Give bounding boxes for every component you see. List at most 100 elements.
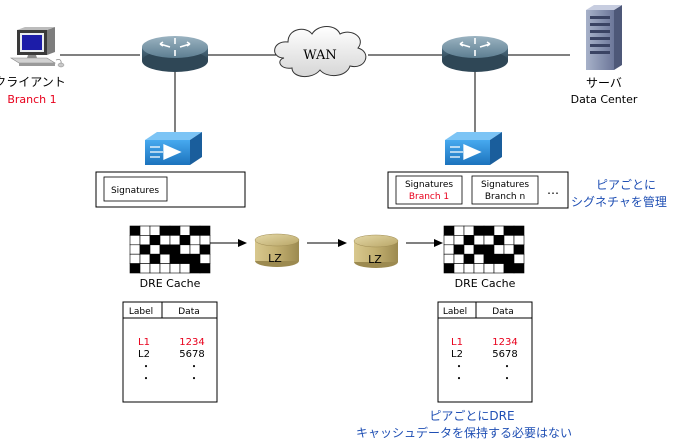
dre-left-row1-label: L1 <box>138 337 150 348</box>
grid-cell <box>159 253 171 264</box>
grid-cell <box>139 225 151 236</box>
grid-cell <box>463 244 475 255</box>
dre-right-row1-data: 1234 <box>492 337 517 348</box>
server-sublabel: Data Center <box>571 93 638 106</box>
network-links <box>60 54 570 132</box>
dre-cache-caption-left: DRE Cache <box>140 277 201 290</box>
dre-left-dot: ・ <box>189 362 199 373</box>
grid-cell <box>513 235 525 246</box>
right-signature-1-sub: Branch 1 <box>409 192 449 202</box>
grid-cell <box>503 225 515 236</box>
dre-right-dot: ・ <box>454 362 464 373</box>
server-icon[interactable] <box>586 5 622 70</box>
right-signature-ellipsis: … <box>547 183 559 197</box>
grid-cell <box>179 253 191 264</box>
grid-cell <box>129 244 141 255</box>
dre-table-right: Label Data L1 1234 L2 5678 ・ ・ ・ ・ <box>437 301 533 403</box>
peer-note-line2: シグネチャを管理 <box>571 194 667 209</box>
grid-cell <box>189 253 201 264</box>
grid-cell <box>149 225 161 236</box>
grid-cell <box>503 235 515 246</box>
grid-cell <box>503 253 515 264</box>
grid-cell <box>443 244 455 255</box>
grid-cell <box>473 253 485 264</box>
dre-left-dot: ・ <box>141 374 151 385</box>
grid-cell <box>453 235 465 246</box>
grid-cell <box>169 235 181 246</box>
router-icon[interactable] <box>142 36 208 72</box>
grid-cell <box>199 263 211 274</box>
grid-cell <box>513 225 525 236</box>
client-sublabel: Branch 1 <box>7 93 56 106</box>
grid-cell <box>189 244 201 255</box>
grid-cell <box>463 263 475 274</box>
dre-right-dot: ・ <box>502 362 512 373</box>
dre-left-row2-data: 5678 <box>179 349 204 360</box>
dre-left-header-label: Label <box>129 307 153 317</box>
grid-cell <box>513 253 525 264</box>
grid-cell <box>513 263 525 274</box>
dre-cache-caption-right: DRE Cache <box>455 277 516 290</box>
wan-optimizer-icon[interactable] <box>445 132 502 165</box>
grid-cell <box>129 225 141 236</box>
grid-cell <box>199 253 211 264</box>
grid-cell <box>139 244 151 255</box>
grid-cell <box>149 263 161 274</box>
grid-cell <box>453 225 465 236</box>
grid-cell <box>189 225 201 236</box>
grid-cell <box>453 253 465 264</box>
grid-cell <box>493 263 505 274</box>
grid-cell <box>169 263 181 274</box>
grid-cell <box>453 263 465 274</box>
grid-cell <box>159 225 171 236</box>
grid-cell <box>453 244 465 255</box>
right-signature-1-title: Signatures <box>405 180 453 190</box>
grid-cell <box>463 225 475 236</box>
dre-table-left: Label Data L1 1234 L2 5678 ・ ・ ・ ・ <box>122 301 218 403</box>
grid-cell <box>463 235 475 246</box>
dre-left-row2-label: L2 <box>138 349 150 360</box>
grid-cell <box>473 244 485 255</box>
grid-cell <box>463 253 475 264</box>
grid-cell <box>149 235 161 246</box>
grid-cell <box>483 235 495 246</box>
grid-cell <box>199 235 211 246</box>
dre-right-dot: ・ <box>502 374 512 385</box>
lz-right-label: LZ <box>368 253 382 266</box>
grid-cell <box>149 244 161 255</box>
wan-optimizer-icon[interactable] <box>145 132 202 165</box>
grid-cell <box>129 235 141 246</box>
lz-left-label: LZ <box>268 252 282 265</box>
grid-cell <box>189 263 201 274</box>
left-signature-entry <box>103 176 168 202</box>
grid-cell <box>149 253 161 264</box>
grid-cell <box>159 235 171 246</box>
router-icon[interactable] <box>442 36 508 72</box>
dre-right-header-label: Label <box>443 307 467 317</box>
client-label: クライアント <box>0 75 66 89</box>
bottom-note-line1: ピアごとにDRE <box>429 408 514 423</box>
grid-cell <box>199 225 211 236</box>
grid-cell <box>443 263 455 274</box>
grid-cell <box>513 244 525 255</box>
grid-cell <box>493 244 505 255</box>
grid-cell <box>493 235 505 246</box>
grid-cell <box>169 253 181 264</box>
dre-left-dot: ・ <box>141 362 151 373</box>
grid-cell <box>139 263 151 274</box>
grid-cell <box>169 244 181 255</box>
grid-cell <box>139 235 151 246</box>
dre-right-row2-data: 5678 <box>492 349 517 360</box>
grid-cell <box>179 263 191 274</box>
grid-cell <box>179 244 191 255</box>
grid-cell <box>179 235 191 246</box>
cloud-icon <box>274 26 367 77</box>
grid-cell <box>503 244 515 255</box>
grid-cell <box>473 235 485 246</box>
dre-left-row1-data: 1234 <box>179 337 204 348</box>
dre-right-row1-label: L1 <box>451 337 463 348</box>
pc-icon[interactable] <box>9 27 65 68</box>
disk-icon <box>254 233 300 267</box>
grid-cell <box>179 225 191 236</box>
grid-cell <box>503 263 515 274</box>
